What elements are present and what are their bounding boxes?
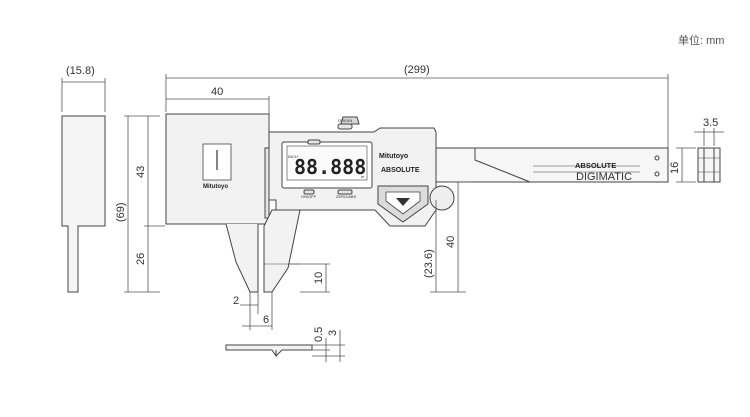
on-off-button-label: ON/OFF (301, 194, 317, 199)
dim-body-height (430, 181, 470, 293)
lcd-unit: in (361, 174, 364, 179)
beam-section (697, 147, 721, 183)
dim-tip-height-text: 10 (313, 272, 325, 284)
jaw-brand-text: Mitutoyo (203, 184, 228, 190)
dim-blade-thickness-text: 0.5 (313, 327, 325, 342)
dim-jaw-width (165, 96, 270, 126)
beam-digimatic-text: DIGIMATIC (576, 171, 632, 183)
slider-absolute-text: ABSOLUTE (381, 167, 420, 174)
dim-tip-offset (240, 292, 273, 330)
dim-jaw-height (144, 116, 165, 292)
blade-detail (225, 344, 313, 357)
dim-total-height-text: (69) (115, 202, 127, 222)
dim-body-height-right-text: 40 (445, 236, 457, 248)
feed-button (377, 185, 429, 223)
dim-total-height (124, 115, 160, 293)
lcd-left-label: INCH (288, 154, 298, 159)
dim-tip-height (288, 263, 330, 293)
dim-beam-width-text: 3.5 (703, 117, 718, 129)
origin-button-label: ORIGIN (338, 118, 352, 123)
dim-jaw-height-text: 43 (135, 166, 147, 178)
dim-blade (312, 330, 345, 362)
fixed-jaw (165, 113, 270, 293)
dim-side-depth (61, 78, 106, 112)
dim-body-height-text: (23.6) (423, 249, 435, 278)
zero-abs-button-label: ZERO/ABS (336, 194, 357, 199)
dim-overall-length-text: (299) (404, 64, 430, 76)
side-view (61, 115, 106, 293)
dim-beam-height-text: 16 (669, 162, 681, 174)
dim-beam-height (676, 147, 696, 183)
lcd-value: 88.888 (294, 155, 366, 179)
slider-tip (263, 209, 301, 293)
unit-label: 单位: mm (678, 35, 725, 47)
dim-jaw-width-text: 40 (211, 86, 223, 98)
dim-beam-width (694, 128, 724, 146)
beam-absolute-text: ABSOLUTE (575, 161, 616, 170)
dim-tip-offset-text: 2 (233, 295, 239, 307)
dim-overall-length (165, 74, 669, 148)
side-view-body (61, 115, 106, 293)
jaw-label-plate (202, 143, 232, 181)
dim-blade-depth-text: 3 (327, 330, 339, 336)
slider-brand-text: Mitutoyo (379, 153, 408, 160)
dim-tip-width-text: 6 (263, 314, 269, 326)
dim-lower-height-text: 26 (135, 253, 147, 265)
dim-side-depth-text: (15.8) (66, 65, 95, 77)
